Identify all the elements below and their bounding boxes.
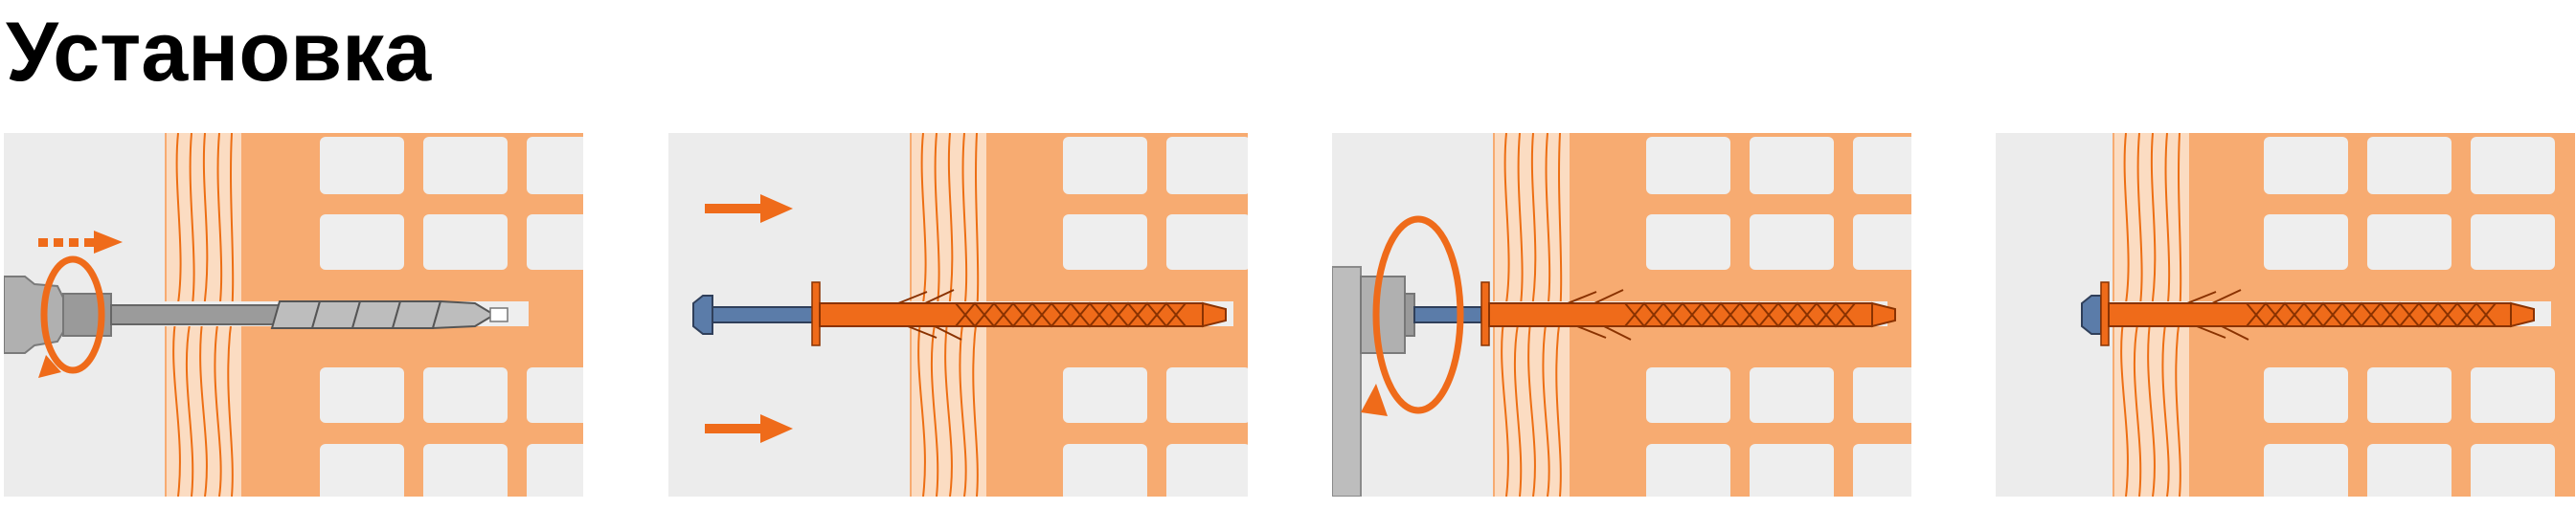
brick-cavities: [1063, 137, 1248, 497]
step-4-installed-panel: [1996, 133, 2575, 497]
frame-anchor: [692, 281, 1227, 346]
frame-anchor-installed: [2081, 281, 2535, 346]
page-title: Установка: [6, 4, 432, 99]
step-3-screw-panel: [1332, 133, 1911, 497]
brick-cavities: [2264, 137, 2555, 497]
push-arrow-dashed-icon: [38, 231, 123, 254]
rotation-arrow-icon: [38, 255, 105, 378]
rotation-arrow-icon: [1361, 215, 1464, 416]
drill-bit: [110, 299, 508, 330]
socket-driver: [1332, 266, 1415, 497]
brick-cavities: [1646, 137, 1911, 497]
step-1-illustration: [4, 133, 583, 497]
step-1-drilling-panel: [4, 133, 583, 497]
step-2-insert-panel: [668, 133, 1248, 497]
step-4-illustration: [1996, 133, 2575, 497]
push-arrow-bottom-icon: [705, 414, 793, 443]
brick-cavities: [320, 137, 583, 497]
step-2-illustration: [668, 133, 1248, 497]
frame-anchor: [1413, 281, 1896, 346]
step-3-illustration: [1332, 133, 1911, 497]
push-arrow-top-icon: [705, 194, 793, 223]
